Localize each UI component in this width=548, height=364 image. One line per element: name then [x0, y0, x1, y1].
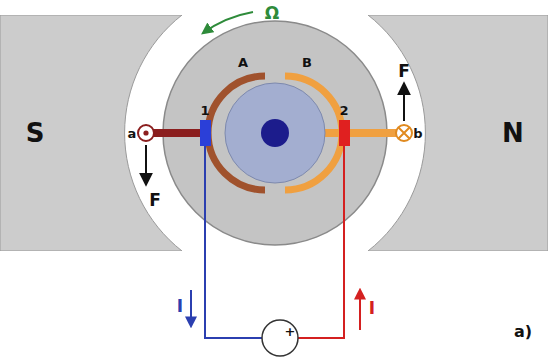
- wire-positive: [298, 146, 344, 338]
- force-label: F: [149, 192, 161, 209]
- current-label: I: [369, 300, 375, 317]
- segment-label: B: [302, 56, 312, 69]
- wire-negative: [205, 146, 262, 338]
- magnet-outline: [0, 15, 182, 251]
- conductor-cross: [399, 128, 410, 139]
- commutator-segment-b: [285, 76, 342, 190]
- force-arrow-down: [145, 145, 147, 184]
- conductor-dot: [143, 130, 148, 135]
- current-arrow-red: [359, 290, 361, 330]
- force-label: F: [398, 63, 410, 80]
- shaft: [261, 119, 289, 147]
- rotation-symbol: Ω: [265, 5, 279, 22]
- force-arrow-up: [403, 84, 405, 121]
- conductor-in: [396, 125, 412, 141]
- polarity-sign: +: [285, 325, 296, 338]
- current-arrow-blue: [190, 290, 192, 326]
- pole-letter: S: [26, 118, 45, 148]
- current-label: I: [177, 298, 183, 315]
- magnet-south: S: [0, 15, 183, 251]
- conductor-out: [138, 125, 154, 141]
- commutator-segment-a: [208, 76, 265, 190]
- brush-number: 1: [200, 104, 209, 117]
- pole-letter: N: [502, 118, 524, 148]
- voltage-source: [262, 320, 298, 356]
- magnet-north: N: [367, 15, 548, 251]
- coil-side-b: [320, 129, 404, 137]
- shaft-hub: [225, 83, 325, 183]
- brush-number: 2: [339, 104, 348, 117]
- conductor-label: b: [413, 127, 422, 140]
- figure-tag: a): [514, 324, 532, 340]
- segment-label: A: [238, 56, 248, 69]
- brush-1: [200, 120, 211, 146]
- brush-2: [339, 120, 350, 146]
- conductor-label: a: [128, 127, 137, 140]
- magnet-outline: [368, 15, 548, 251]
